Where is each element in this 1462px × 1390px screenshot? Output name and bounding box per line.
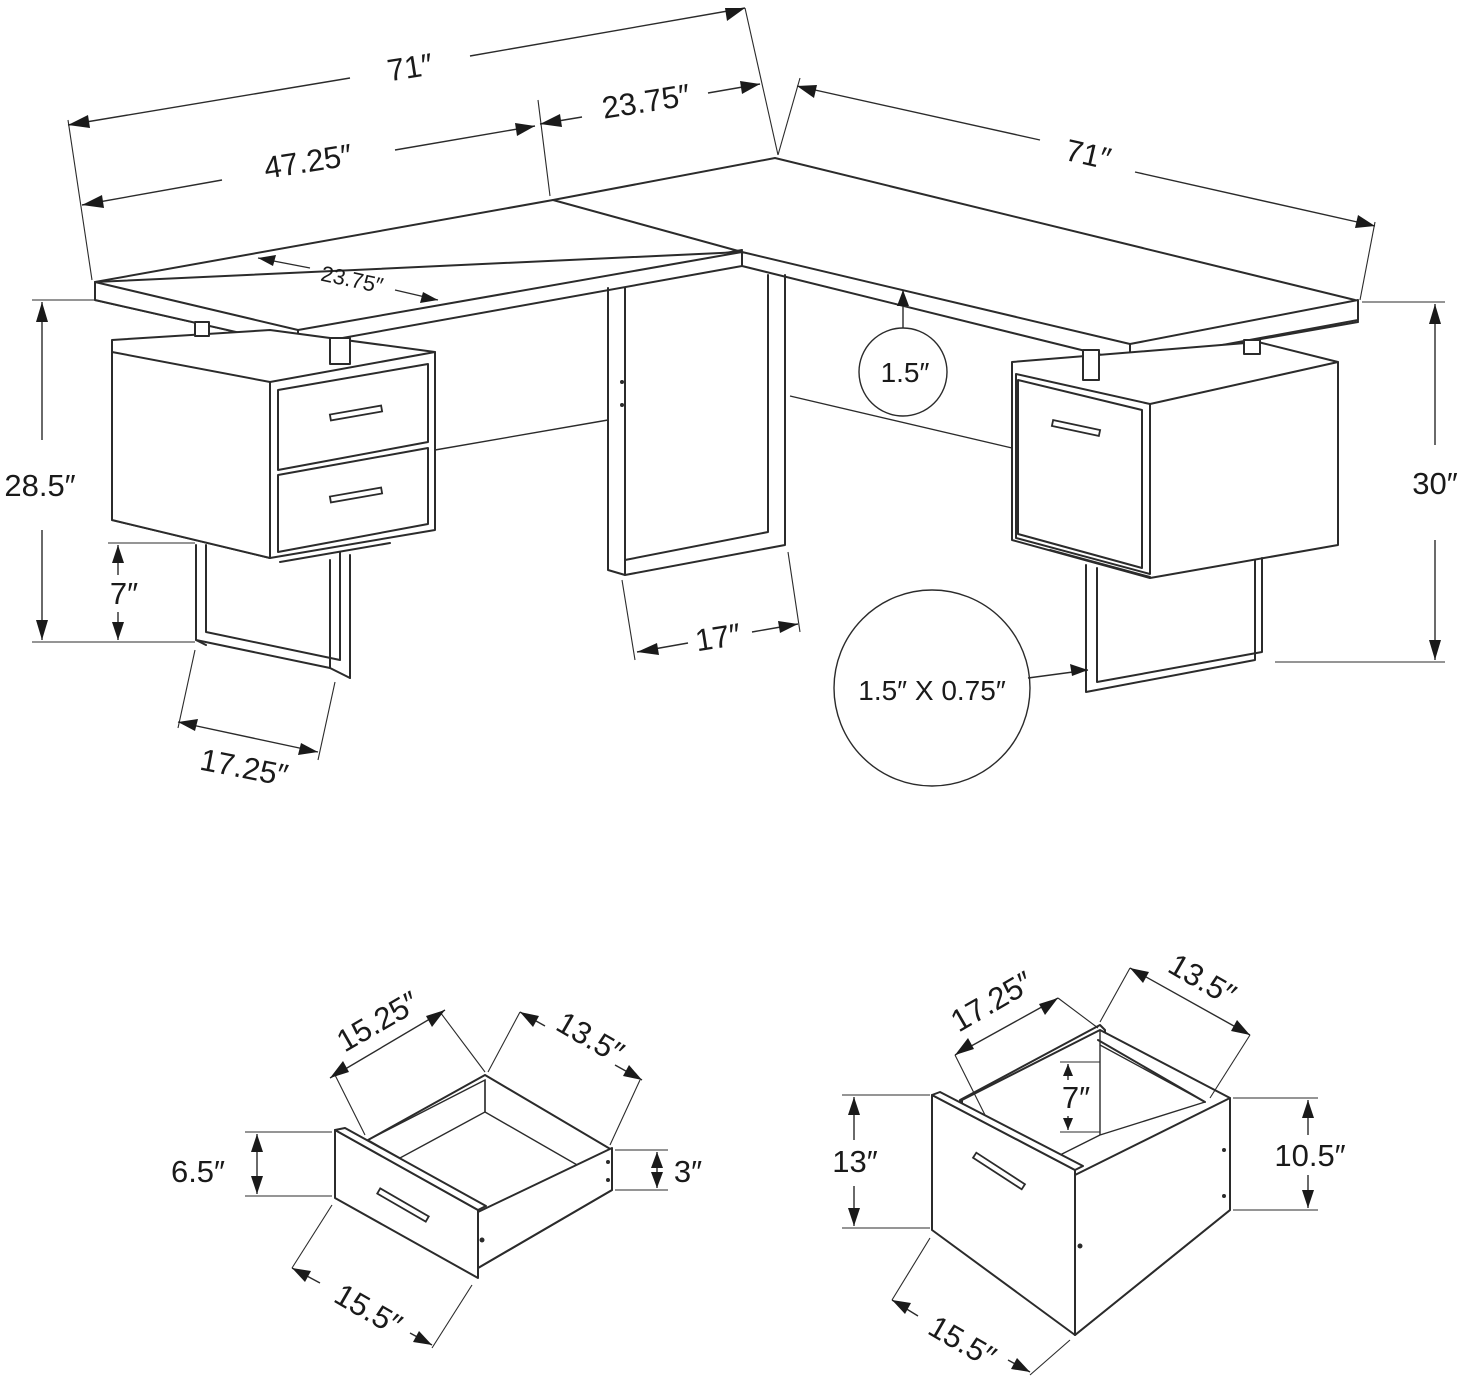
label-file-drawer-inner-height: 7″ xyxy=(1062,1080,1090,1115)
label-right-height: 30″ xyxy=(1412,466,1457,501)
label-middle-leg-depth: 17″ xyxy=(693,617,743,659)
label-file-drawer-front-width: 15.5″ xyxy=(923,1309,1002,1375)
label-small-drawer-front-height: 6.5″ xyxy=(171,1154,225,1189)
label-small-drawer-front-width: 15.5″ xyxy=(329,1277,408,1343)
leg-profile-callout xyxy=(833,589,1031,787)
small-drawer-dimensions xyxy=(245,1009,668,1349)
file-drawer-dimensions xyxy=(842,967,1318,1376)
label-file-drawer-front-height: 13″ xyxy=(832,1144,877,1179)
label-small-drawer-inner-height: 3″ xyxy=(674,1154,702,1189)
label-file-drawer-depth: 13.5″ xyxy=(1163,947,1242,1013)
small-drawer-drawing xyxy=(334,1074,613,1279)
label-overall-width: 71″ xyxy=(385,47,435,89)
desk-dimension-lines xyxy=(32,7,1445,787)
top-thickness-callout xyxy=(858,327,948,417)
label-right-return: 71″ xyxy=(1062,132,1114,176)
desk-drawing xyxy=(94,157,1359,693)
label-corner-depth: 23.75″ xyxy=(599,77,692,125)
label-small-drawer-depth: 13.5″ xyxy=(551,1005,630,1071)
label-file-drawer-width: 17.25″ xyxy=(945,964,1039,1039)
label-small-drawer-width: 15.25″ xyxy=(331,984,425,1059)
label-left-height: 28.5″ xyxy=(4,468,75,503)
label-leg-profile: 1.5″ X 0.75″ xyxy=(858,675,1006,706)
label-leg-clearance: 7″ xyxy=(110,576,138,611)
label-left-leg-depth: 17.25″ xyxy=(197,742,291,793)
file-drawer-drawing xyxy=(931,1024,1231,1336)
label-top-thickness: 1.5″ xyxy=(881,357,930,388)
label-file-drawer-side-height: 10.5″ xyxy=(1274,1138,1345,1173)
label-left-return: 47.25″ xyxy=(261,137,354,185)
